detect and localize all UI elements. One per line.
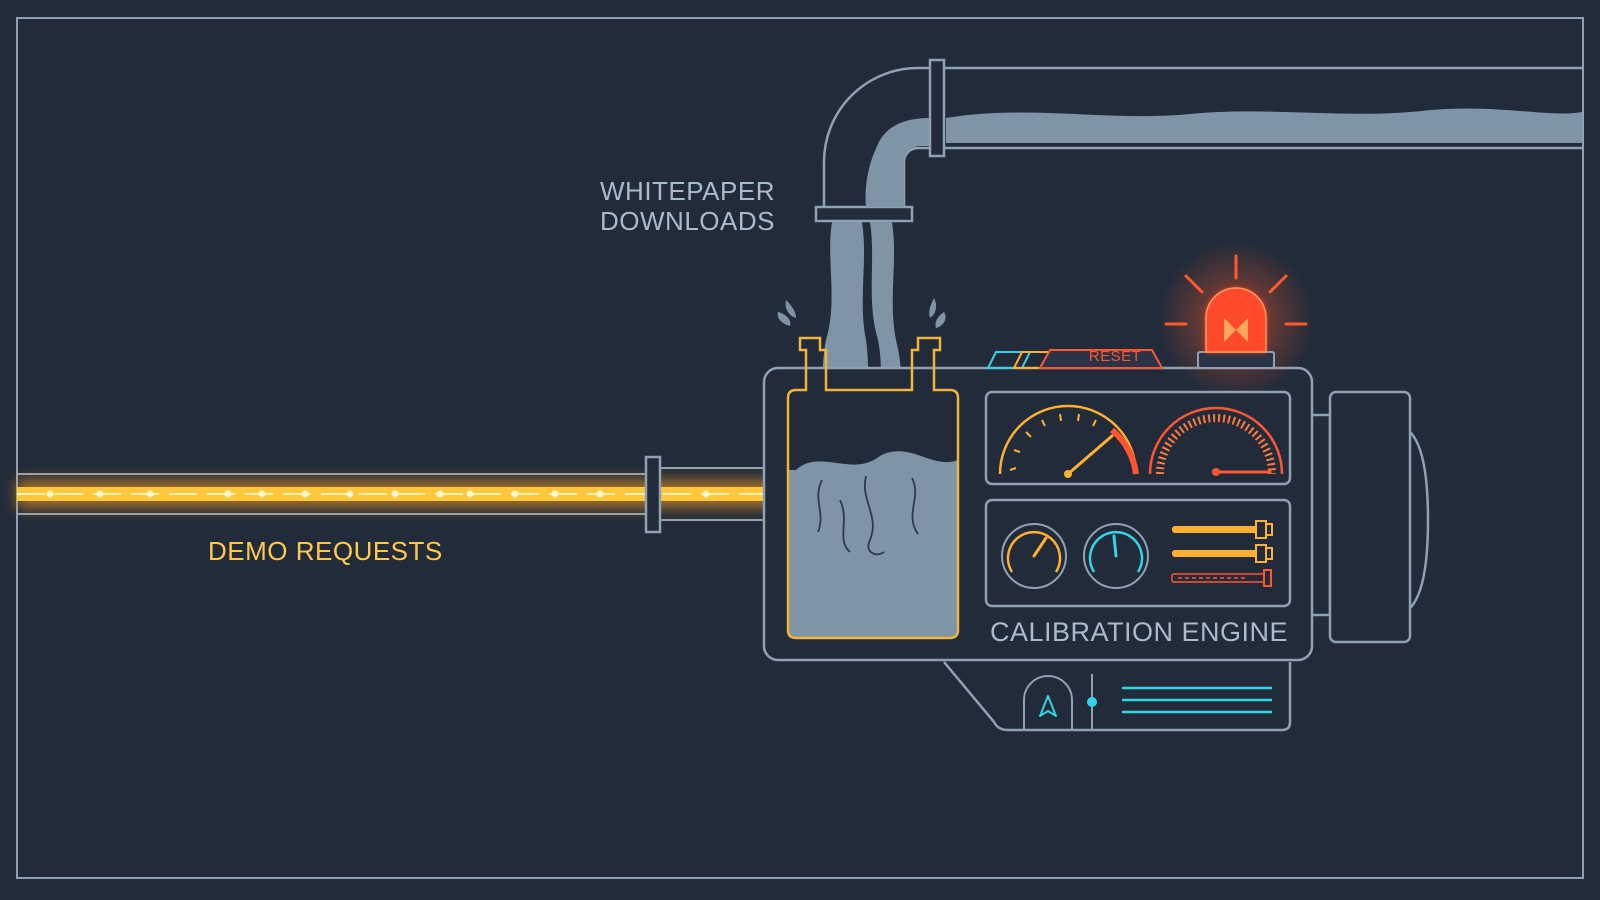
calibration-engine-label: CALIBRATION ENGINE bbox=[990, 617, 1289, 647]
reset-button[interactable] bbox=[1038, 349, 1164, 369]
pressure-gauge-icon bbox=[1148, 406, 1284, 476]
demo-beam bbox=[17, 455, 787, 534]
alarm-beacon-icon bbox=[1158, 242, 1314, 398]
pressure-gauge-icon bbox=[998, 404, 1139, 478]
water-tank bbox=[786, 336, 960, 640]
gauge-panel bbox=[984, 390, 1292, 486]
pipe-water bbox=[946, 108, 1582, 143]
slider-icon[interactable] bbox=[1171, 569, 1272, 587]
dial-icon bbox=[1001, 523, 1067, 589]
slider-icon[interactable] bbox=[1172, 544, 1273, 563]
reset-button-label[interactable]: RESET bbox=[1088, 348, 1142, 365]
beam-flange bbox=[644, 455, 662, 534]
pipe-flange-top bbox=[928, 58, 946, 158]
demo-requests-label: DEMO REQUESTS bbox=[208, 536, 443, 566]
control-panel bbox=[984, 498, 1292, 608]
outer-frame bbox=[16, 17, 1584, 879]
pointer-icon bbox=[1039, 695, 1057, 717]
slider-icon[interactable] bbox=[1172, 520, 1273, 539]
pipe-flange-spout bbox=[814, 205, 914, 223]
whitepaper-downloads-label: WHITEPAPER DOWNLOADS bbox=[600, 176, 775, 236]
dial-icon bbox=[1083, 523, 1149, 589]
pipe-water-elbow bbox=[865, 118, 929, 207]
bottom-unit bbox=[1023, 674, 1272, 730]
